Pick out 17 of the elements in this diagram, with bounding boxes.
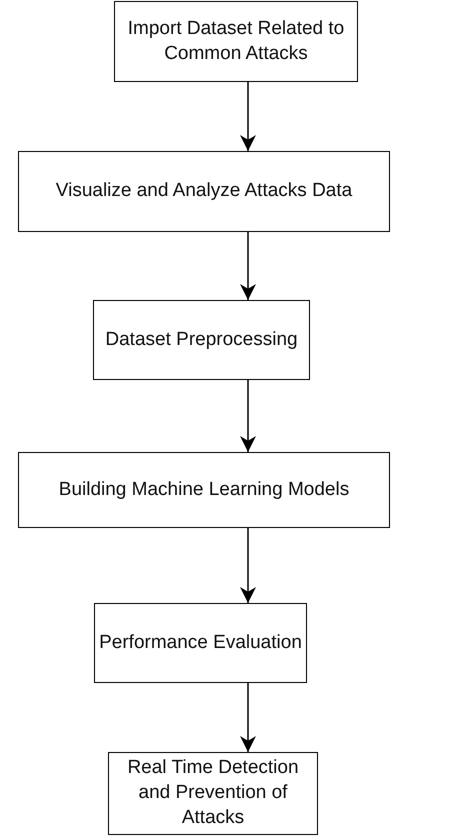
- process-box: [18, 452, 390, 528]
- arrow: [240, 232, 256, 300]
- step-label: Building Machine Learning Models: [58, 478, 350, 502]
- process-box: [108, 752, 318, 835]
- process-box: [93, 300, 310, 380]
- step-label: Performance Evaluation: [99, 630, 302, 655]
- process-box: [18, 151, 390, 232]
- process-box: [114, 1, 358, 82]
- arrow: [240, 380, 256, 452]
- process-box: [94, 603, 307, 683]
- step-label: Visualize and Analyze Attacks Data: [56, 179, 352, 204]
- arrow: [240, 82, 256, 151]
- arrow: [240, 528, 256, 603]
- arrow: [240, 683, 256, 752]
- step-label: Real Time Detection and Prevention of Attacks: [126, 756, 300, 830]
- step-label: Import Dataset Related to Common Attacks: [126, 16, 346, 66]
- step-label: Dataset Preprocessing: [105, 328, 298, 352]
